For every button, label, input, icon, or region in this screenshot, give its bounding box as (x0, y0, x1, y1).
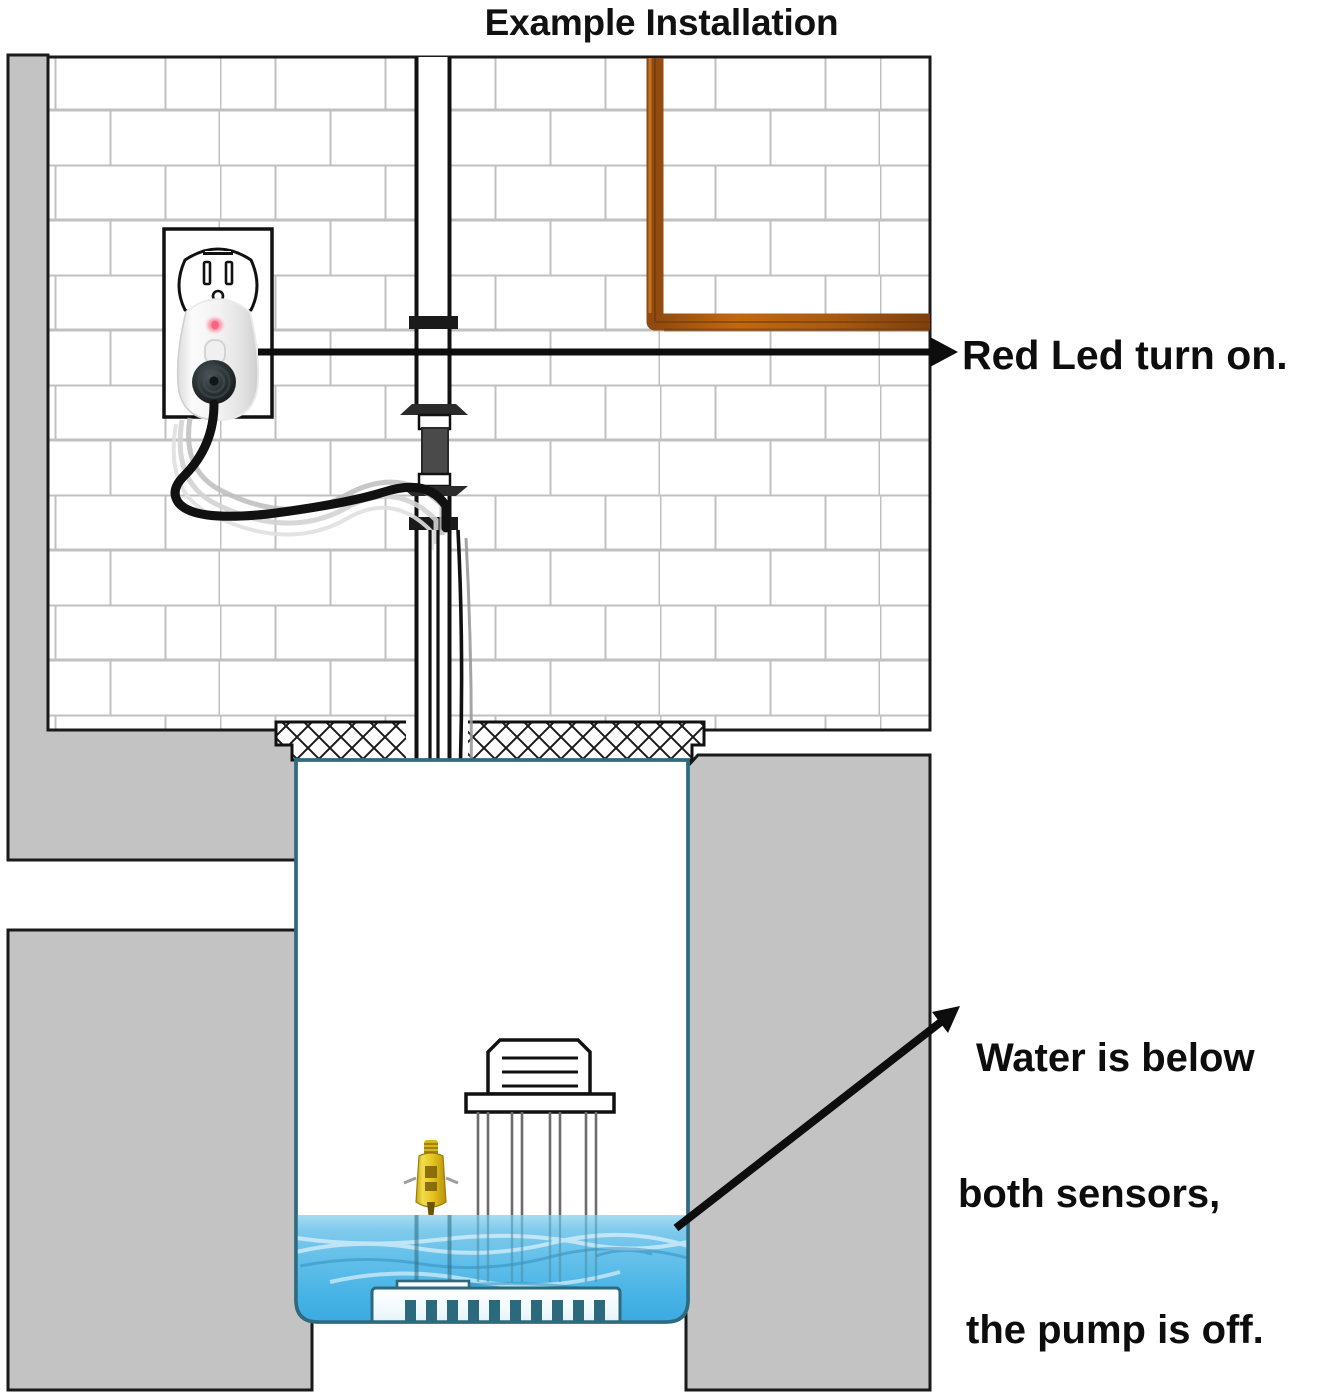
pipe-coupling-upper (409, 316, 458, 329)
annotation-water-line-3: the pump is off. (966, 1307, 1264, 1352)
outlet-slot-right (224, 260, 234, 286)
pump-cage-top-plate (464, 1092, 616, 1114)
annotation-water-line-1: Water is below (976, 1036, 1255, 1081)
sensor-cable-bundle (170, 399, 451, 550)
water-leader-arrow (673, 1006, 960, 1232)
lower-float-sensor (403, 1140, 459, 1220)
sump-water (296, 1215, 688, 1322)
outlet-slot-left (202, 260, 212, 286)
led-leader-arrow (258, 337, 958, 367)
pump-base (370, 1286, 622, 1322)
concrete-foundation (6, 53, 932, 1392)
smart-plug-power-cord (170, 399, 451, 533)
sump-pit-outline (294, 758, 690, 1324)
pvc-discharge-pipe-upper (409, 57, 458, 410)
annotation-water-level: Water is below both sensors, the pump is… (958, 946, 1264, 1400)
annotation-water-line-2: both sensors, (958, 1171, 1221, 1216)
copper-supply-pipe (646, 58, 930, 332)
wifi-smart-plug[interactable] (176, 298, 260, 421)
sump-pit-lid (274, 720, 706, 764)
page-title: Example Installation (484, 2, 839, 43)
annotation-red-led: Red Led turn on. (962, 332, 1288, 378)
pump-intake-slots (405, 1300, 605, 1322)
